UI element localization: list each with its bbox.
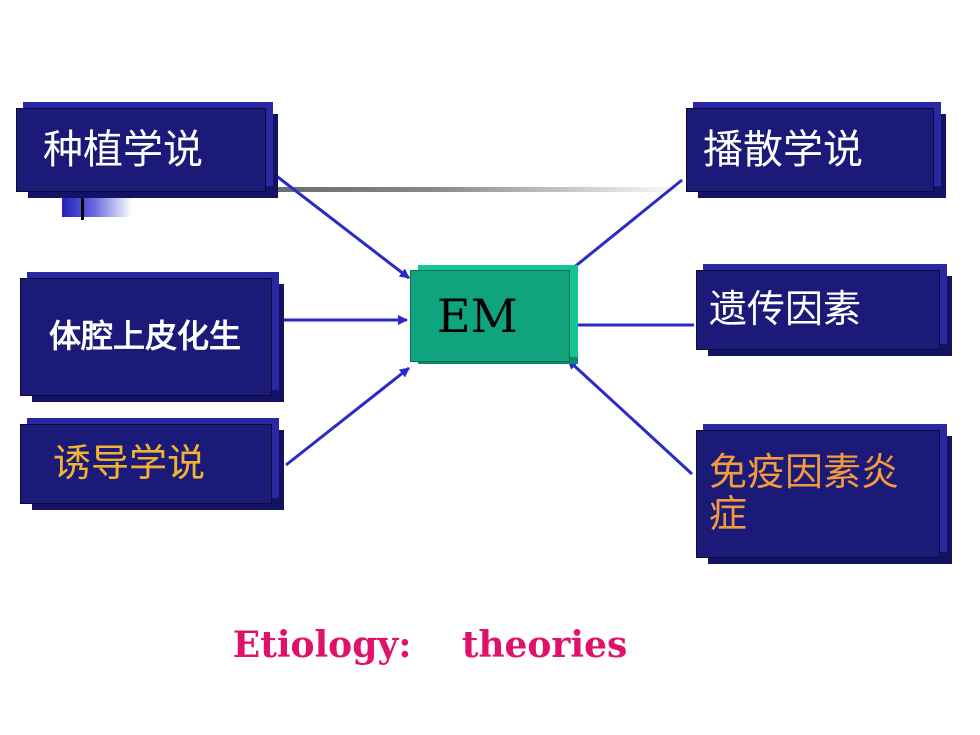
node-label: 体腔上皮化生 — [49, 317, 242, 356]
arrow-dissemination — [561, 178, 683, 279]
node-coelomic-metaplasia: 体腔上皮化生 — [20, 278, 272, 396]
slide-caption: Etiology: theories — [232, 624, 628, 666]
node-immune-inflammation: 免疫因素炎症 — [696, 430, 940, 558]
node-implantation-theory: 种植学说 — [16, 108, 266, 192]
decorative-tick — [81, 186, 84, 220]
node-label: 免疫因素炎症 — [709, 450, 900, 536]
center-node-em: EM — [410, 270, 570, 362]
node-genetic-factors: 遗传因素 — [696, 270, 940, 350]
decorative-rule — [48, 187, 688, 192]
node-label: 遗传因素 — [709, 287, 862, 332]
node-dissemination-theory: 播散学说 — [686, 108, 934, 192]
node-label: 播散学说 — [703, 127, 863, 173]
node-label: 诱导学说 — [53, 441, 206, 486]
arrow-implantation — [265, 166, 410, 280]
arrow-immune-inflammation — [566, 358, 694, 476]
node-induction-theory: 诱导学说 — [20, 424, 272, 504]
node-label: 种植学说 — [43, 127, 203, 173]
center-label: EM — [437, 289, 518, 343]
arrow-induction — [285, 366, 410, 467]
decorative-gradient-square — [62, 197, 132, 217]
